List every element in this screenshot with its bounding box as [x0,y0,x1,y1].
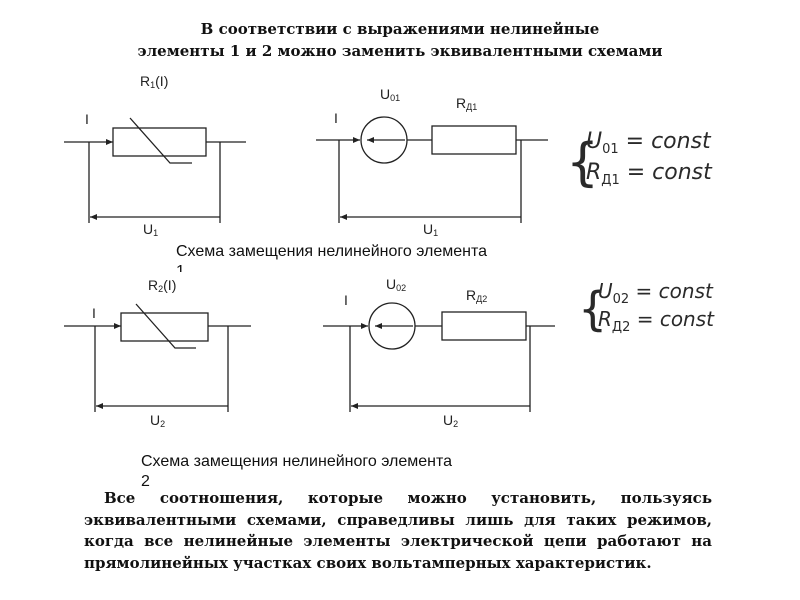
eq2-line1: U02 = const [598,279,714,307]
nonlinear-circuit-1 [64,117,246,223]
nonlinear-slash-2 [135,303,196,349]
nonlinear-circuit-2 [64,303,251,412]
equivalent-circuit-1 [316,116,548,223]
voltage-label-2: U2 [150,412,165,429]
current-label-1: I [85,111,89,127]
eq2-line2: RД2 = const [598,307,715,335]
resistor-label-eq1: RД1 [456,95,477,112]
resistor-label-1: R1(I) [140,73,168,90]
source-label-2: U02 [386,276,406,293]
resistor-label-2: R2(I) [148,277,176,294]
equivalent-circuit-2 [323,302,555,412]
linear-resistor-1 [431,125,517,155]
source-label-1: U01 [380,86,400,103]
current-label-eq1: I [334,110,338,126]
equation-system-1: { U01 = const RД1 = const [566,129,713,193]
brace-1: { [566,133,599,193]
linear-resistor-2 [441,311,527,341]
title-line-2: элементы 1 и 2 можно заменить эквивалент… [137,42,663,60]
caption-element-2: Схема замещения нелинейного элемента 2 [141,453,453,490]
caption-element-1: Схема замещения нелинейного элемента 1 [176,243,488,272]
current-label-eq2: I [344,292,348,308]
resistor-label-eq2: RД2 [466,287,487,304]
conclusion-paragraph: Все соотношения, которые можно установит… [84,489,712,572]
eq1-line1: U01 = const [586,129,712,157]
brace-2: { [578,282,607,336]
title-line-1: В соответствии с выражениями нелинейные [200,20,600,38]
equation-system-2: { U02 = const RД2 = const [578,279,715,336]
voltage-label-eq1: U1 [423,221,438,238]
nonlinear-slash-1 [129,117,192,164]
current-label-2: I [92,305,96,321]
eq1-line2: RД1 = const [586,160,713,188]
voltage-label-1: U1 [143,221,158,238]
voltage-label-eq2: U2 [443,412,458,429]
